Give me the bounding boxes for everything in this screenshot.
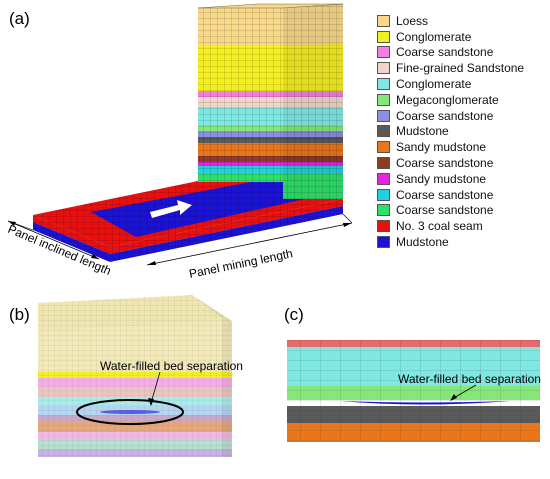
legend-item: Megaconglomerate <box>377 92 545 108</box>
legend-item: Sandy mudstone <box>377 139 545 155</box>
legend-label: Sandy mudstone <box>396 140 487 155</box>
legend-item: Coarse sandstone <box>377 45 545 61</box>
legend-item: Sandy mudstone <box>377 171 545 187</box>
legend-label: Coarse sandstone <box>396 156 494 171</box>
legend-label: Mudstone <box>396 124 449 139</box>
legend-item: Coarse sandstone <box>377 155 545 171</box>
legend-swatch <box>377 172 390 185</box>
legend-item: No. 3 coal seam <box>377 218 545 234</box>
legend-label: Sandy mudstone <box>396 171 487 186</box>
floor-slab-front <box>33 199 343 262</box>
bed-separation-leader-c <box>451 384 477 400</box>
legend-label: Conglomerate <box>396 77 472 92</box>
legend-label: Coarse sandstone <box>396 45 494 60</box>
legend-label: Loess <box>396 13 429 28</box>
legend-item: Fine-grained Sandstone <box>377 60 545 76</box>
legend-swatch <box>377 236 390 249</box>
legend-swatch <box>377 30 390 43</box>
bed-separation-label-c: Water-filled bed separation <box>398 372 541 386</box>
strata-block-top <box>197 3 344 9</box>
panel-mining-length-label: Panel mining length <box>188 246 294 281</box>
legend-swatch <box>377 109 390 122</box>
legend-swatch <box>377 46 390 59</box>
legend-item: Loess <box>377 13 545 29</box>
strata-block-side <box>283 4 343 199</box>
legend-label: Conglomerate <box>396 29 472 44</box>
legend-item: Mudstone <box>377 234 545 250</box>
legend-swatch <box>377 14 390 27</box>
panel-mining-length-dimension <box>146 213 353 266</box>
panel-b-label: (b) <box>9 305 30 324</box>
legend-swatch <box>377 62 390 75</box>
legend-label: No. 3 coal seam <box>396 219 483 234</box>
legend-item: Coarse sandstone <box>377 108 545 124</box>
legend-label: Megaconglomerate <box>396 92 499 107</box>
legend-item: Coarse sandstone <box>377 203 545 219</box>
bed-separation-leader-b <box>150 371 161 404</box>
legend-swatch <box>377 141 390 154</box>
legend-item: Coarse sandstone <box>377 187 545 203</box>
legend-swatch <box>377 157 390 170</box>
bed-separation-gap <box>340 401 510 405</box>
legend-label: Fine-grained Sandstone <box>396 61 525 76</box>
legend-swatch <box>377 93 390 106</box>
legend-item: Conglomerate <box>377 29 545 45</box>
bed-separation-label-b: Water-filled bed separation <box>100 359 243 373</box>
legend-swatch <box>377 204 390 217</box>
strata-block-front <box>198 8 283 182</box>
panel-inclined-length-dimension <box>7 220 100 260</box>
legend-item: Conglomerate <box>377 76 545 92</box>
legend-label: Coarse sandstone <box>396 108 494 123</box>
legend-item: Mudstone <box>377 124 545 140</box>
panel-c-label: (c) <box>284 305 304 324</box>
cross-section-c <box>287 340 540 442</box>
bed-separation-void <box>100 410 160 414</box>
legend-label: Mudstone <box>396 235 449 250</box>
legend-label: Coarse sandstone <box>396 203 494 218</box>
mining-direction-arrow <box>150 200 192 218</box>
bed-separation-highlight-ellipse <box>76 399 184 425</box>
legend-swatch <box>377 125 390 138</box>
legend-swatch <box>377 188 390 201</box>
panel-a-label: (a) <box>9 9 30 28</box>
model-block-b <box>38 295 232 457</box>
legend-swatch <box>377 220 390 233</box>
legend-label: Coarse sandstone <box>396 187 494 202</box>
legend-swatch <box>377 78 390 91</box>
